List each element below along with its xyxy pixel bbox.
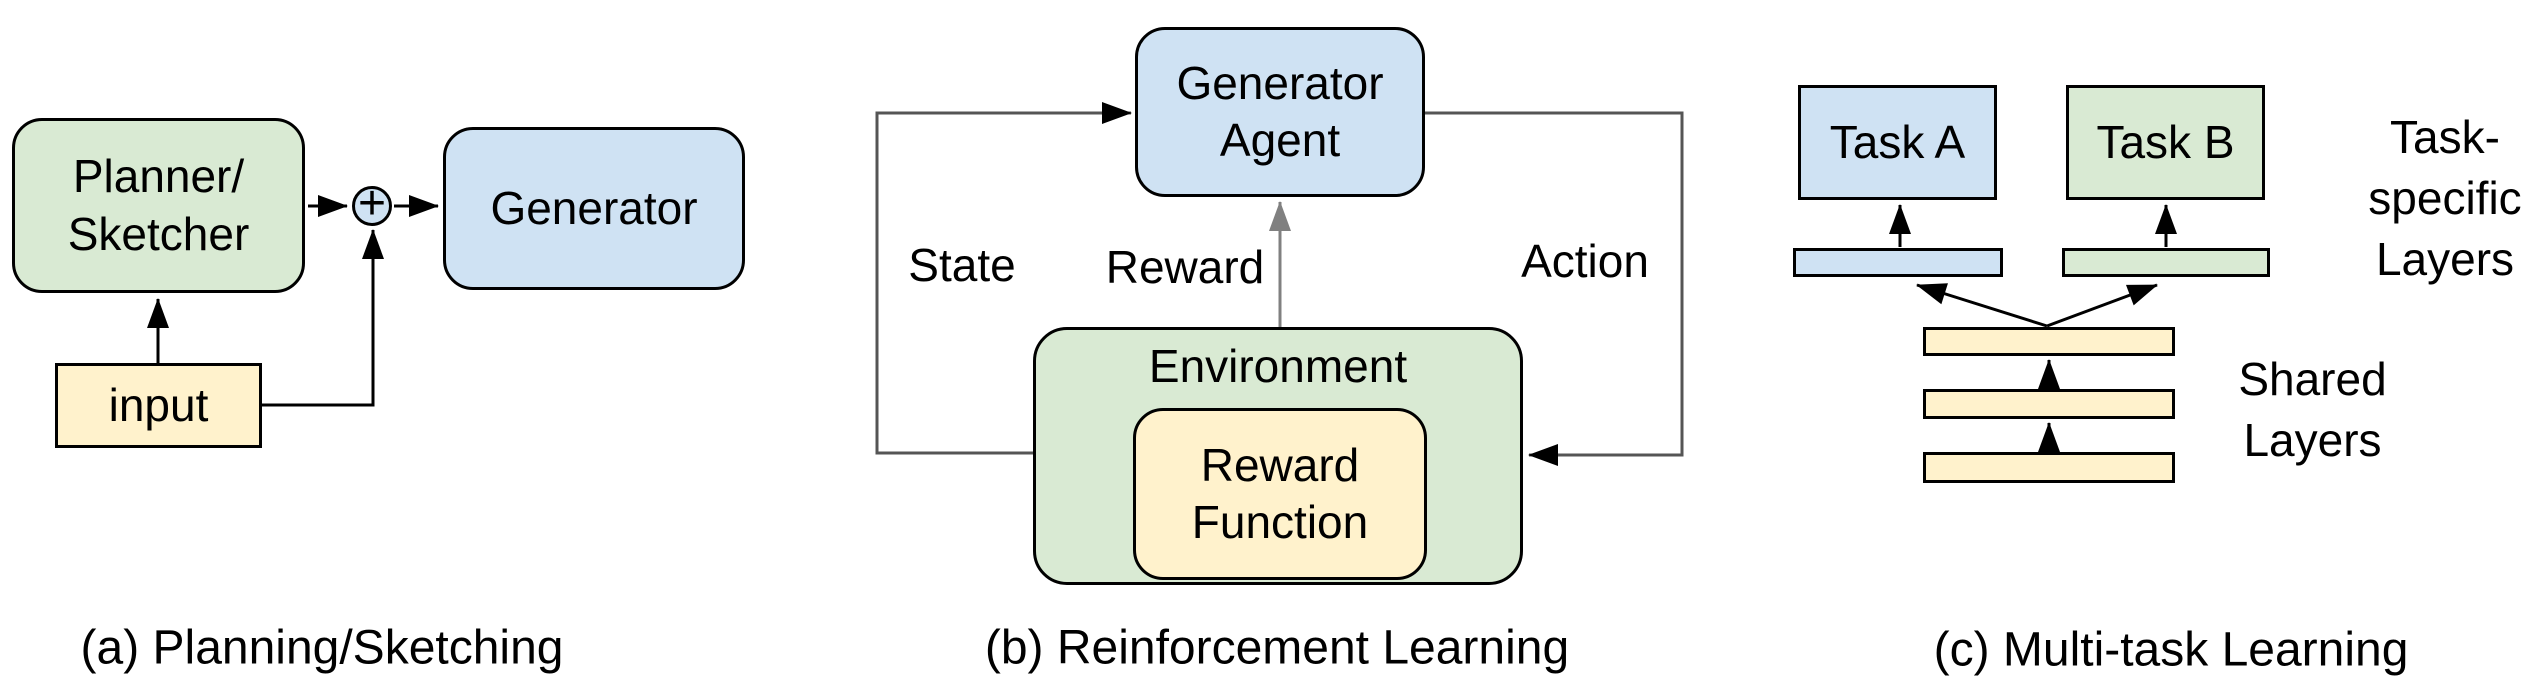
shared-layers-label: Shared Layers (2238, 353, 2387, 467)
task-b-layer-bar (2062, 248, 2270, 277)
planner-sketcher-box: Planner/ Sketcher (12, 118, 305, 293)
arrow-shared-to-bar-b (2046, 283, 2158, 328)
input-box: input (55, 363, 262, 448)
shared-layer-bar-1 (1923, 327, 2175, 356)
generator-box: Generator (443, 127, 745, 290)
state-label: State (908, 239, 1016, 291)
task-b-box: Task B (2066, 85, 2265, 200)
shared-layer-bar-2 (1923, 389, 2175, 419)
generator-agent-box: Generator Agent (1135, 27, 1425, 197)
caption-c: (c) Multi-task Learning (1933, 623, 2409, 677)
plus-icon: + (357, 177, 387, 230)
environment-label: Environment (1148, 340, 1408, 392)
task-a-box: Task A (1798, 85, 1997, 200)
reward-function-box: Reward Function (1133, 408, 1427, 580)
action-label: Action (1521, 235, 1649, 287)
reward-label: Reward (1105, 241, 1265, 293)
shared-layer-bar-3 (1923, 452, 2175, 483)
task-specific-layers-label: Task- specific Layers (2368, 111, 2522, 286)
caption-b: (b) Reinforcement Learning (984, 621, 1570, 675)
task-a-layer-bar (1793, 248, 2003, 277)
sum-node: + (352, 180, 392, 228)
caption-a: (a) Planning/Sketching (80, 621, 564, 675)
arrow-shared-to-bar-a (1916, 283, 2048, 328)
